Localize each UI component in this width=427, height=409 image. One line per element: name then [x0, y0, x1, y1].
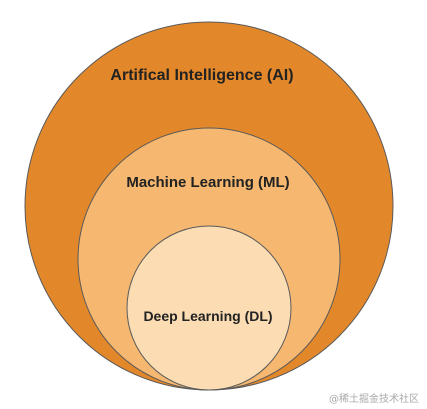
dl-label: Deep Learning (DL)	[143, 308, 272, 324]
watermark-text: @稀土掘金技术社区	[329, 394, 419, 405]
ai-label: Artifical Intelligence (AI)	[110, 67, 293, 84]
ml-label: Machine Learning (ML)	[126, 174, 289, 191]
dl-circle	[126, 225, 292, 391]
